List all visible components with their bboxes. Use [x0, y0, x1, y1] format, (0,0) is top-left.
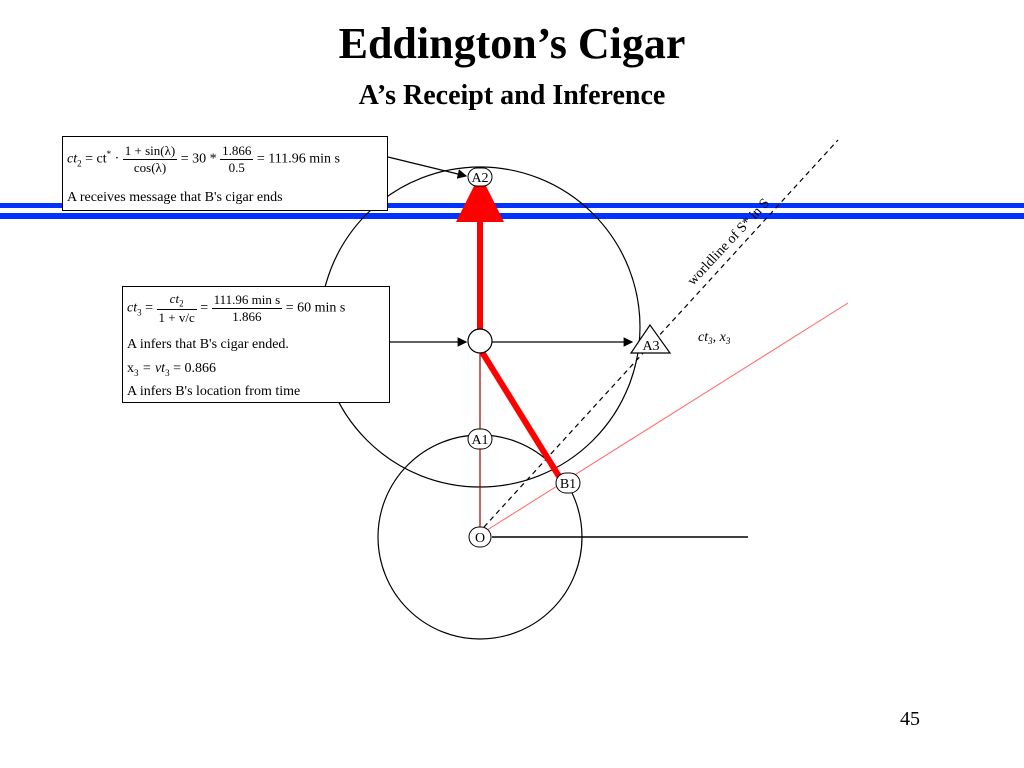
red-segment-to-b1 [479, 350, 563, 480]
a3-triangle [629, 323, 672, 354]
ct3-x3-label: ct3, x3 [698, 330, 731, 346]
worldline-dashed [483, 139, 839, 528]
inference-line-1: A infers that B's cigar ended. [127, 337, 289, 352]
receipt-equation: ct2 = ct* · 1 + sin(λ)cos(λ) = 30 * 1.86… [67, 143, 340, 175]
receipt-equation-box: ct2 = ct* · 1 + sin(λ)cos(λ) = 30 * 1.86… [62, 136, 388, 211]
label-a2: A2 [471, 171, 488, 186]
page-title: Eddington’s Cigar [338, 19, 686, 68]
b1-node [555, 472, 581, 494]
label-a3: A3 [642, 339, 659, 354]
page-subtitle: A’s Receipt and Inference [358, 80, 666, 111]
label-a1: A1 [471, 433, 488, 448]
label-o: O [475, 531, 485, 546]
worldline-label: worldline of S* in S [685, 196, 773, 289]
receipt-caption: A receives message that B's cigar ends [67, 190, 283, 205]
page-number: 45 [900, 708, 920, 730]
center-node [467, 328, 493, 354]
inference-line-3: A infers B's location from time [127, 384, 301, 399]
label-b1: B1 [560, 477, 576, 492]
blue-band-bottom [0, 213, 1024, 219]
a1-node [467, 428, 493, 450]
blue-band-top [0, 203, 1024, 208]
blue-band-mid [0, 209, 1024, 213]
a2-node [467, 167, 493, 187]
connector-box1-to-a2 [387, 156, 468, 179]
inference-line-2: x3 = vt3 = 0.866 [127, 361, 216, 378]
origin-node [468, 526, 492, 548]
thin-red-line [483, 302, 849, 533]
